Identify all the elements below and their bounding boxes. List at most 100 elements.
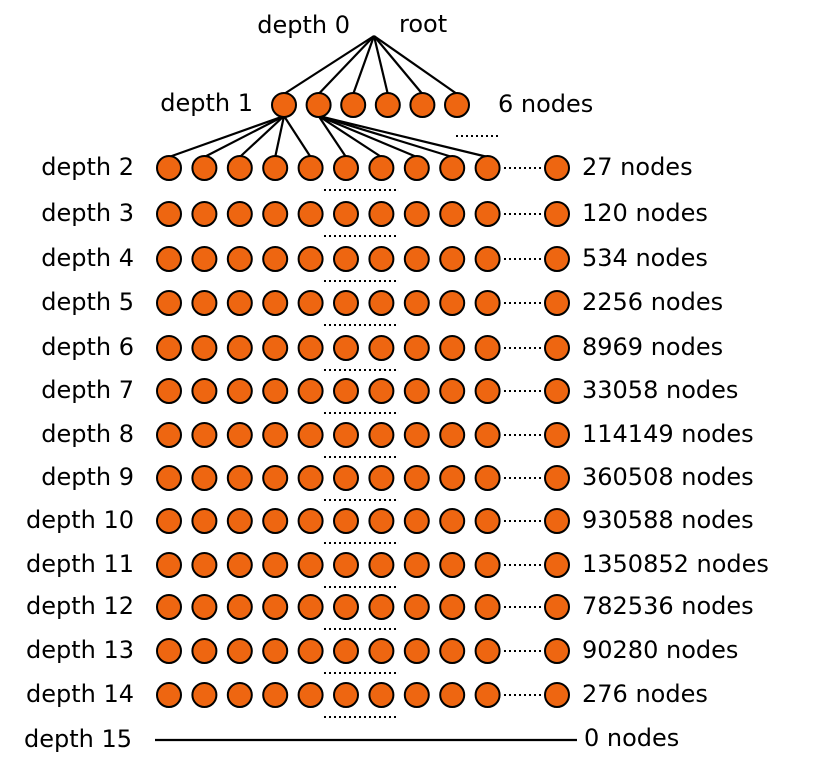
depth-4-count: 534 nodes [582, 244, 708, 272]
depth-5-count: 2256 nodes [582, 288, 723, 316]
depth-2-node-2 [191, 155, 218, 181]
depth-4-node-10 [474, 246, 501, 272]
depth-2-node-1 [156, 155, 182, 181]
depth-3-node-last [544, 201, 570, 227]
depth-6-label: depth 6 [41, 333, 134, 361]
depth-13-label: depth 13 [26, 636, 134, 664]
depth-14-node-5 [297, 682, 324, 708]
depth-10-node-last [544, 508, 570, 534]
depth-11-count: 1350852 nodes [582, 550, 769, 578]
depth-14-node-10 [474, 682, 501, 708]
depth-14-count: 276 nodes [582, 680, 708, 708]
depth-3-node-1 [156, 201, 182, 227]
depth-3-node-6 [333, 201, 359, 227]
depth-4-node-8 [403, 246, 430, 272]
depth-13-node-7 [368, 638, 395, 664]
depth-5-node-3 [226, 290, 253, 316]
depth-6-node-6 [333, 335, 359, 361]
depth-4-node-7 [368, 246, 395, 272]
depth-11-node-8 [403, 552, 430, 578]
depth-0-label: depth 0 [257, 11, 350, 39]
depth-8-node-1 [156, 422, 182, 448]
depth-5-node-5 [297, 290, 324, 316]
depth-5-label: depth 5 [41, 288, 134, 316]
depth-14-node-3 [226, 682, 253, 708]
depth-11-node-10 [474, 552, 501, 578]
depth-3-node-10 [474, 201, 501, 227]
tree-edges [155, 35, 577, 742]
depth-2-node-7 [368, 155, 395, 181]
depth-6-node-1 [156, 335, 182, 361]
root-edge-2 [317, 35, 375, 95]
depth-4-node-5 [297, 246, 324, 272]
depth-3-node-9 [439, 201, 466, 227]
depth-1-node-1-edge-5 [283, 115, 312, 158]
depth-11-node-7 [368, 552, 395, 578]
depth-6-node-2 [191, 335, 218, 361]
depth-2-count: 27 nodes [582, 153, 693, 181]
depth-15-count: 0 nodes [584, 724, 679, 752]
depth-5-node-7 [368, 290, 395, 316]
root-edge-6 [373, 35, 458, 95]
depth-13-node-3 [226, 638, 253, 664]
depth-9-node-4 [262, 465, 289, 491]
depth-7-node-10 [474, 378, 501, 404]
depth-10-node-3 [226, 508, 253, 534]
depth-7-node-2 [191, 378, 218, 404]
depth-13-node-4 [262, 638, 289, 664]
depth-12-node-2 [191, 594, 218, 620]
depth-13-node-2 [191, 638, 218, 664]
depth-10-node-8 [403, 508, 430, 534]
depth-13-node-9 [439, 638, 466, 664]
depth-8-node-8 [403, 422, 430, 448]
depth-7-node-6 [333, 378, 359, 404]
depth-1-node-2-edge-5 [318, 114, 488, 159]
tree-nodes [156, 92, 570, 708]
depth-3-node-8 [403, 201, 430, 227]
depth-11-label: depth 11 [26, 550, 134, 578]
depth-8-node-last [544, 422, 570, 448]
depth-13-node-8 [403, 638, 430, 664]
depth-6-node-7 [368, 335, 395, 361]
depth-6-node-8 [403, 335, 430, 361]
depth-8-node-4 [262, 422, 289, 448]
depth-12-node-7 [368, 594, 395, 620]
depth-9-node-last [544, 465, 570, 491]
depth-11-node-4 [262, 552, 289, 578]
depth-6-node-3 [226, 335, 253, 361]
depth-12-label: depth 12 [26, 592, 134, 620]
depth-8-node-6 [333, 422, 359, 448]
depth-2-label: depth 2 [41, 153, 134, 181]
depth-7-count: 33058 nodes [582, 376, 738, 404]
depth-4-label: depth 4 [41, 244, 134, 272]
depth-10-label: depth 10 [26, 506, 134, 534]
depth-9-node-10 [474, 465, 501, 491]
depth-10-node-4 [262, 508, 289, 534]
depth-1-node-1-edge-1 [168, 114, 285, 159]
root-edge-3 [352, 35, 376, 95]
depth-9-label: depth 9 [41, 463, 134, 491]
depth-12-node-4 [262, 594, 289, 620]
depth-10-count: 930588 nodes [582, 506, 754, 534]
depth-12-node-1 [156, 594, 182, 620]
depth-13-count: 90280 nodes [582, 636, 738, 664]
depth-6-node-5 [297, 335, 324, 361]
depth-2-node-10 [474, 155, 501, 181]
depth-5-node-2 [191, 290, 218, 316]
depth-1-label: depth 1 [160, 89, 253, 117]
depth-5-node-9 [439, 290, 466, 316]
depth-9-node-9 [439, 465, 466, 491]
depth-12-node-6 [333, 594, 359, 620]
depth-7-node-4 [262, 378, 289, 404]
depth-8-label: depth 8 [41, 420, 134, 448]
depth-2-node-8 [403, 155, 430, 181]
depth-4-node-9 [439, 246, 466, 272]
depth-3-node-5 [297, 201, 324, 227]
depth-7-node-5 [297, 378, 324, 404]
depth-2-node-9 [439, 155, 466, 181]
depth-6-node-10 [474, 335, 501, 361]
depth-10-node-1 [156, 508, 182, 534]
depth-1-node-2-edge-2 [317, 115, 383, 158]
depth-2-node-5 [297, 155, 324, 181]
depth-1-node-1-edge-4 [274, 115, 286, 158]
